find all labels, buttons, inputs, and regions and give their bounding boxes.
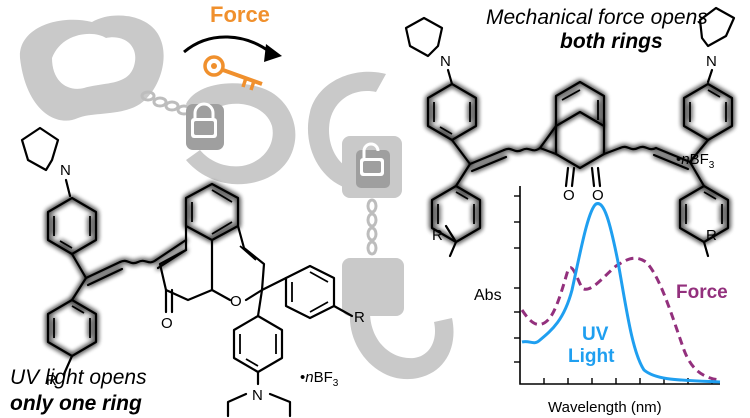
pyrrolidine-top-left: N <box>20 126 72 198</box>
y-axis-label: Abs <box>474 287 502 304</box>
spectrum-axes <box>519 186 720 385</box>
force-open-molecule: N N <box>404 6 736 258</box>
key-icon <box>203 55 263 91</box>
force-arrow: Force <box>183 2 282 91</box>
absorbance-spectrum: Abs Wavelength (nm) UV Light Force <box>474 186 728 416</box>
svg-text:•nBF3: •nBF3 <box>676 151 715 171</box>
pyrrolidine-right-top-right: N <box>698 6 736 84</box>
blue-glow-group <box>46 196 158 358</box>
x-axis-label: Wavelength (nm) <box>548 399 662 416</box>
salt-right: •nBF3 <box>676 151 715 171</box>
padlock-closed-icon <box>191 102 217 138</box>
force-curve <box>520 256 721 382</box>
uv-caption-line2: only one ring <box>10 392 142 415</box>
carbonyl-o-1: O <box>563 187 575 204</box>
mech-caption-line1: Mechanical force opens <box>486 6 708 29</box>
atom-n-r1: N <box>440 53 451 70</box>
atom-r-r2: R <box>706 227 717 244</box>
handcuffs-closed-icon <box>19 15 296 185</box>
purple-glow-group <box>426 80 734 244</box>
uv-caption: UV light opens only one ring <box>10 366 147 415</box>
salt-left: •nBF3 <box>300 369 339 389</box>
uv-caption-line1: UV light opens <box>10 366 147 389</box>
atom-r-r1: R <box>432 227 443 244</box>
mech-caption: Mechanical force opens both rings <box>486 6 708 53</box>
padlock-open-icon <box>360 142 384 176</box>
carbonyl-o: O <box>161 315 173 332</box>
atom-r-right: R <box>354 309 365 326</box>
uv-series-label: UV <box>582 324 609 345</box>
uv-curve <box>521 202 721 384</box>
force-series-label: Force <box>676 282 728 303</box>
atom-n: N <box>60 162 71 179</box>
pyran-o: O <box>230 293 242 310</box>
mech-caption-line2: both rings <box>560 30 663 53</box>
pyrrolidine-right-top-left: N <box>404 16 454 86</box>
uv-series-label-2: Light <box>568 346 615 367</box>
y-ticks <box>514 195 520 363</box>
atom-n-r2: N <box>706 53 717 70</box>
svg-text:•nBF3: •nBF3 <box>300 369 339 389</box>
handcuffs-open-icon <box>307 71 454 380</box>
blue-glow-naphthopyran <box>154 182 240 270</box>
carbonyl-o-2: O <box>592 187 604 204</box>
cuff-chain-open <box>366 198 378 256</box>
force-arrow-label: Force <box>210 2 270 27</box>
atom-r: R <box>46 372 57 389</box>
atom-n-bottom: N <box>252 387 263 404</box>
uv-open-molecule: N R O <box>20 126 365 418</box>
